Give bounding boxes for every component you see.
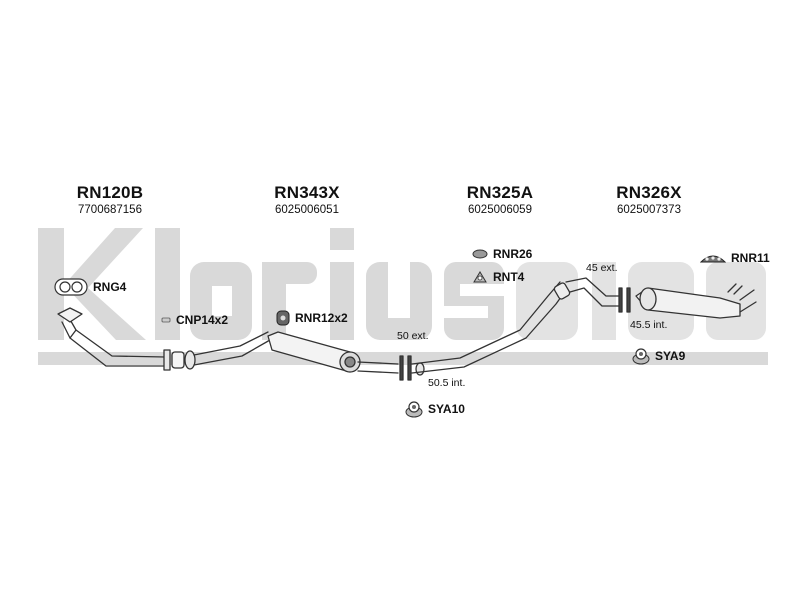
section-rn325a: RN325A 6025006059: [420, 183, 580, 216]
part-label: SYA9: [655, 349, 686, 363]
fitting-kit-icon: [405, 401, 423, 418]
part-label: RNR12x2: [295, 311, 348, 325]
mounting-bracket-icon: [473, 271, 487, 283]
section-code: 6025007373: [617, 204, 681, 216]
note-45-5-int: 45.5 int.: [630, 319, 668, 331]
note-45-ext: 45 ext.: [586, 262, 618, 274]
section-title: RN343X: [274, 183, 340, 202]
part-rnt4[interactable]: RNT4: [472, 270, 524, 284]
section-title: RN326X: [616, 183, 682, 202]
clamp-icon: [161, 317, 171, 323]
part-rnr11[interactable]: RNR11: [700, 251, 770, 265]
fitting-kit-icon: [632, 348, 650, 365]
part-sya9[interactable]: SYA9: [632, 347, 685, 365]
part-label: CNP14x2: [176, 313, 229, 327]
section-rn343x: RN343X 6025006051: [227, 183, 387, 216]
part-rnr12[interactable]: RNR12x2: [276, 310, 348, 326]
part-rng4[interactable]: RNG4: [54, 277, 126, 297]
section-code: 6025006059: [468, 204, 532, 216]
part-label: RNT4: [493, 270, 525, 284]
note-50-ext: 50 ext.: [397, 330, 429, 342]
part-label: RNR26: [493, 247, 533, 261]
part-rnr26[interactable]: RNR26: [472, 247, 532, 261]
section-title: RN120B: [76, 183, 144, 202]
section-title: RN325A: [466, 183, 534, 202]
rubber-mount-icon: [276, 310, 290, 326]
rubber-hanger-icon: [472, 249, 488, 259]
section-code: 6025006051: [275, 204, 339, 216]
section-rn120b: RN120B 7700687156: [30, 183, 190, 216]
rubber-strap-icon: [700, 255, 726, 263]
gasket-icon: [54, 278, 88, 296]
part-label: RNG4: [93, 280, 127, 294]
part-label: RNR11: [731, 251, 770, 265]
part-label: SYA10: [428, 402, 465, 416]
section-rn326x: RN326X 6025007373: [569, 183, 729, 216]
part-cnp14[interactable]: CNP14x2: [161, 313, 228, 327]
note-50-5-int: 50.5 int.: [428, 377, 466, 389]
part-sya10[interactable]: SYA10: [405, 400, 465, 418]
section-code: 7700687156: [78, 204, 142, 216]
